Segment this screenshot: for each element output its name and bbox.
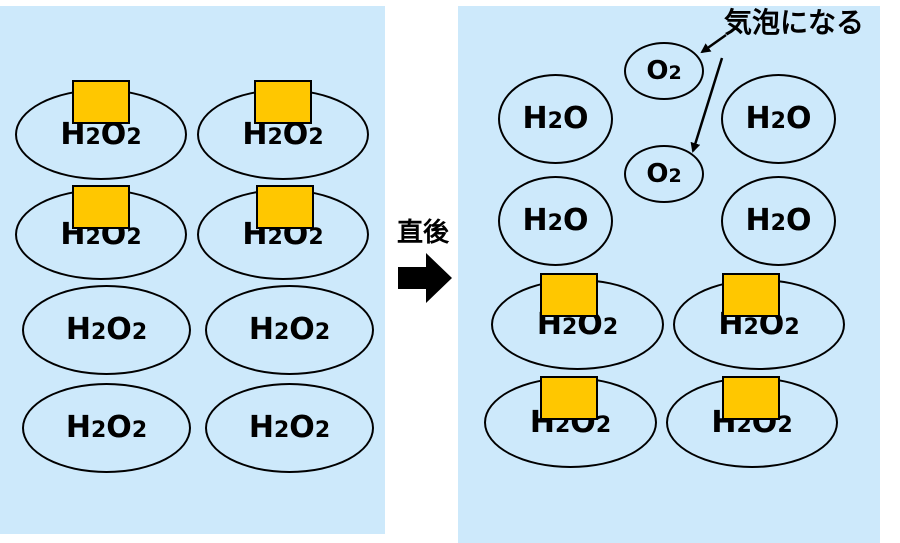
enzyme-block (72, 185, 130, 229)
h2o2-molecule: H2O2 (205, 383, 374, 473)
transition-label: 直後 (396, 218, 449, 248)
right-arrow-icon (398, 253, 452, 303)
h2o-molecule: H2O (721, 176, 836, 266)
h2o2-molecule: H2O2 (205, 285, 374, 375)
o2-molecule: O2 (624, 42, 704, 100)
enzyme-block (254, 80, 312, 124)
h2o2-molecule: H2O2 (22, 383, 191, 473)
o2-molecule: O2 (624, 145, 704, 203)
enzyme-block (722, 376, 780, 420)
h2o2-molecule: H2O2 (22, 285, 191, 375)
enzyme-block (72, 80, 130, 124)
enzyme-block (722, 273, 780, 317)
pointer-arrow (700, 33, 727, 54)
enzyme-block (256, 185, 314, 229)
pointer-arrow (690, 57, 724, 153)
h2o-molecule: H2O (498, 176, 613, 266)
enzyme-block (540, 273, 598, 317)
h2o-molecule: H2O (721, 74, 836, 164)
h2o-molecule: H2O (498, 74, 613, 164)
enzyme-block (540, 376, 598, 420)
bubble-annotation: 気泡になる (724, 6, 865, 39)
